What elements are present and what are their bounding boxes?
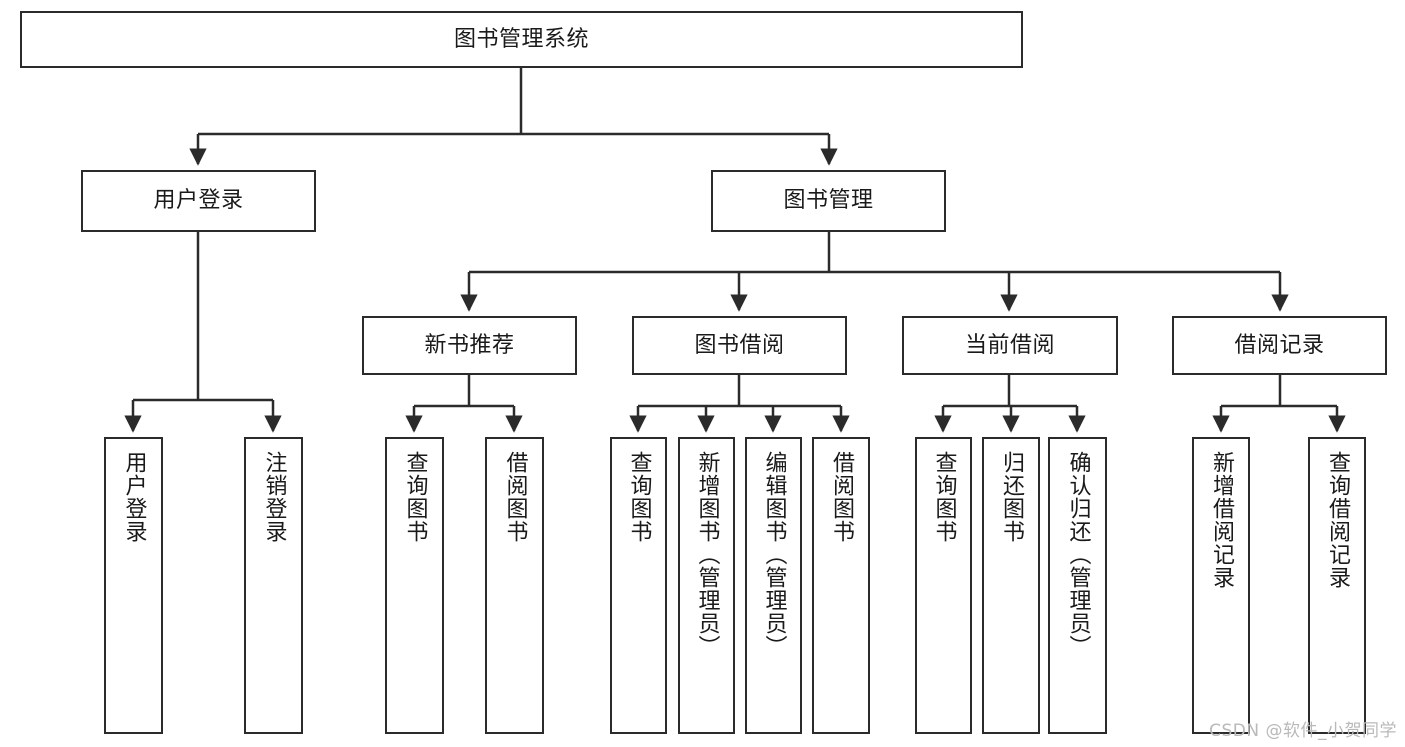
- node-leaf-edit-book[interactable]: 编辑图书（管理员）: [745, 437, 802, 734]
- node-leaf-borrow-book-rec[interactable]: 借阅图书: [485, 437, 544, 734]
- node-leaf-query-record-label: 查询借阅记录: [1324, 451, 1350, 589]
- node-leaf-query-book-cur[interactable]: 查询图书: [915, 437, 972, 734]
- node-leaf-add-book[interactable]: 新增图书（管理员）: [678, 437, 735, 734]
- node-book-management-label: 图书管理: [783, 188, 874, 214]
- node-current-borrow-label: 当前借阅: [964, 332, 1055, 358]
- node-root-label: 图书管理系统: [453, 26, 589, 52]
- node-user-login-label: 用户登录: [153, 188, 244, 214]
- node-leaf-confirm-return-label: 确认归还（管理员）: [1065, 451, 1091, 658]
- node-leaf-return-book-label: 归还图书: [998, 451, 1024, 543]
- watermark: CSDN @软件_小贺同学: [1209, 721, 1397, 741]
- node-leaf-query-book-cur-label: 查询图书: [931, 451, 957, 543]
- node-leaf-borrow-book-label: 借阅图书: [828, 451, 854, 543]
- node-leaf-borrow-book[interactable]: 借阅图书: [812, 437, 870, 734]
- node-user-login[interactable]: 用户登录: [81, 170, 316, 232]
- node-leaf-add-record[interactable]: 新增借阅记录: [1192, 437, 1250, 734]
- node-leaf-query-record[interactable]: 查询借阅记录: [1308, 437, 1366, 734]
- node-leaf-confirm-return[interactable]: 确认归还（管理员）: [1048, 437, 1107, 734]
- node-borrow-record-label: 借阅记录: [1234, 332, 1325, 358]
- node-leaf-logout[interactable]: 注销登录: [244, 437, 303, 734]
- node-leaf-return-book[interactable]: 归还图书: [982, 437, 1040, 734]
- node-leaf-borrow-book-rec-label: 借阅图书: [502, 451, 528, 543]
- node-new-book-recommend-label: 新书推荐: [424, 332, 515, 358]
- node-leaf-add-book-label: 新增图书（管理员）: [694, 451, 720, 658]
- node-leaf-user-login-label: 用户登录: [121, 451, 147, 543]
- node-leaf-add-record-label: 新增借阅记录: [1208, 451, 1234, 589]
- node-leaf-query-book-rec[interactable]: 查询图书: [385, 437, 444, 734]
- node-leaf-query-book-rec-label: 查询图书: [402, 451, 428, 543]
- node-leaf-logout-label: 注销登录: [261, 451, 287, 543]
- node-borrow-record[interactable]: 借阅记录: [1172, 316, 1387, 375]
- node-book-management[interactable]: 图书管理: [711, 170, 946, 232]
- node-leaf-user-login[interactable]: 用户登录: [104, 437, 163, 734]
- node-current-borrow[interactable]: 当前借阅: [902, 316, 1118, 375]
- node-book-borrow[interactable]: 图书借阅: [632, 316, 847, 375]
- node-leaf-query-book-borrow[interactable]: 查询图书: [610, 437, 667, 734]
- node-new-book-recommend[interactable]: 新书推荐: [362, 316, 577, 375]
- node-book-borrow-label: 图书借阅: [694, 332, 785, 358]
- node-leaf-query-book-borrow-label: 查询图书: [626, 451, 652, 543]
- node-root[interactable]: 图书管理系统: [20, 11, 1023, 68]
- node-leaf-edit-book-label: 编辑图书（管理员）: [761, 451, 787, 658]
